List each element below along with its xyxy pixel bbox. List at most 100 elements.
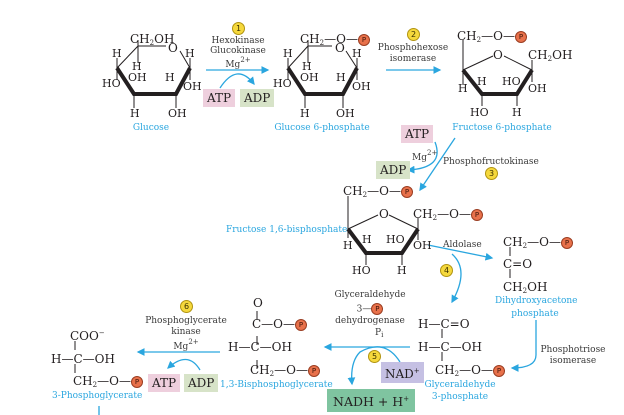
cofactor-mg: Mg2+: [225, 56, 251, 70]
g6p-ring-bold-edge: [286, 66, 359, 96]
g3p-h-c-double-o: H—C=O: [418, 317, 470, 331]
f6p-ho: HO: [502, 75, 521, 88]
nadh-box: NADH + H+: [327, 389, 416, 412]
f6p-h: H: [512, 106, 522, 119]
arrow-step-6-adp-atp: [167, 358, 201, 371]
g6p-h: H: [283, 47, 293, 60]
arrow-step-5-nad-nadh: [347, 346, 401, 386]
cofactor-mg: Mg2+: [412, 149, 438, 163]
phosphate-icon: P: [371, 303, 384, 315]
glucose-oh: OH: [168, 107, 187, 120]
pg3-ch2-o-p: CH2—O—P: [73, 375, 143, 389]
phosphate-icon: P: [400, 185, 413, 198]
g6p-h: H: [302, 60, 312, 73]
f16bp-ho: HO: [386, 233, 405, 246]
g6p-oh: OH: [300, 71, 319, 84]
cofactor-mg: Mg2+: [173, 338, 199, 352]
g3p-ch2-o-p: CH2—O—P: [435, 364, 505, 378]
f16bp-oh: OH: [413, 239, 432, 252]
compound-name-f6p: Fructose 6-phosphate: [452, 123, 552, 133]
atp-box-step-6: ATP: [148, 374, 181, 392]
phosphate-icon: P: [295, 318, 308, 331]
bpg-ch2-o-p: CH2—O—P: [250, 364, 320, 378]
f16bp-ho: HO: [352, 264, 371, 277]
glucose-h: H: [132, 60, 142, 73]
g6p-ring-o: O: [335, 41, 345, 55]
enzyme-phosphofructokinase: Phosphofructokinase: [443, 157, 539, 167]
pg3-h-c-oh: H—C—OH: [51, 352, 115, 366]
compound-name-f16bp: Fructose 1,6-bisphosphate: [226, 225, 348, 235]
f16bp-ring-o: O: [379, 207, 389, 221]
step-badge-5: 5: [368, 350, 381, 363]
glucose-h: H: [185, 47, 195, 60]
glucose-ring-o: O: [168, 41, 178, 55]
compound-name-glucose: Glucose: [132, 123, 170, 133]
f6p-h: H: [477, 75, 487, 88]
f16bp-ch2-o-p: CH2—O—P: [413, 208, 483, 222]
compound-name-3pg: 3-Phosphoglycerate: [52, 391, 143, 401]
glucose-ch2oh: CH2OH: [130, 32, 175, 47]
step-badge-1: 1: [232, 22, 245, 35]
adp-box-step-6: ADP: [184, 374, 219, 392]
adp-box-step-3: ADP: [376, 161, 411, 179]
f16bp-h: H: [397, 264, 407, 277]
phosphate-icon: P: [470, 208, 483, 221]
arrow-triose-isomerase: [510, 320, 537, 372]
dhap-ch2-o-p: CH2—O—P: [503, 236, 573, 250]
g6p-ch2-o-p: CH2—O—P: [300, 33, 370, 47]
phosphate-icon: P: [307, 364, 320, 377]
compound-name-g3p: Glyceraldehyde: [424, 380, 496, 390]
dhap-c-double-o: C=O: [503, 257, 533, 271]
g6p-ho: HO: [273, 77, 292, 90]
g6p-ring: [287, 40, 358, 108]
enzyme-aldolase: Aldolase: [443, 240, 482, 250]
enzyme-isomerase: isomerase: [389, 54, 437, 64]
enzyme-isomerase: isomerase: [549, 356, 597, 366]
arrow-step-4-dhap: [427, 244, 494, 261]
compound-name-g6p: Glucose 6-phosphate: [274, 123, 370, 133]
linear-bonds: [74, 247, 511, 373]
compound-name-dhap: phosphate: [511, 309, 559, 319]
enzyme-3-p: 3—P: [330, 303, 410, 315]
compound-name-g3p: 3-phosphate: [431, 392, 489, 402]
f6p-ch2oh: CH2OH: [528, 48, 573, 63]
f16bp-ch2-o-p: CH2—O—P: [343, 185, 413, 199]
f6p-h: H: [458, 82, 468, 95]
f16bp-ring-bold-edge: [346, 227, 420, 255]
glucose-ring-bold-edge: [115, 66, 192, 96]
enzyme-glyceraldehyde: Glyceraldehyde: [334, 290, 406, 300]
enzyme-hexokinase: Hexokinase: [211, 36, 265, 46]
compound-name-bpg: 1,3-Bisphosphoglycerate: [220, 380, 333, 390]
glucose-oh: OH: [183, 80, 202, 93]
glucose-oh: OH: [128, 71, 147, 84]
g6p-h: H: [352, 47, 362, 60]
atp-box-step-1: ATP: [203, 89, 236, 107]
atp-box-step-3: ATP: [401, 125, 434, 143]
glucose-h: H: [112, 47, 122, 60]
phosphate-icon: P: [130, 375, 143, 388]
enzyme-phosphoglycerate: Phosphoglycerate: [145, 316, 227, 326]
dhap-ch2oh: CH2OH: [503, 280, 548, 295]
enzyme-glucokinase: Glucokinase: [210, 46, 266, 56]
glucose-ho: HO: [102, 77, 121, 90]
arrow-step-3-atp-adp: [406, 141, 438, 174]
bpg-c-o-p: C—O—P: [252, 318, 308, 331]
g3p-h-c-oh: H—C—OH: [418, 340, 482, 354]
enzyme-phosphotriose: Phosphotriose: [540, 345, 606, 355]
g6p-oh: OH: [336, 107, 355, 120]
phosphate-icon: P: [560, 236, 573, 249]
arrow-step-4-g3p: [451, 253, 462, 304]
step-badge-2: 2: [407, 28, 420, 41]
bpg-h-c-oh: H—C—OH: [228, 340, 292, 354]
step-badge-3: 3: [485, 167, 498, 180]
f6p-oh: OH: [528, 82, 547, 95]
glucose-h: H: [165, 71, 175, 84]
enzyme-phosphohexose: Phosphohexose: [377, 43, 449, 53]
bpg-carbonyl-o: O: [253, 296, 263, 310]
compound-name-dhap: Dihydroxyacetone: [495, 296, 578, 306]
phosphate-icon: P: [492, 364, 505, 377]
pg3-coo: COO−: [70, 329, 105, 343]
g6p-oh: OH: [352, 80, 371, 93]
g6p-h: H: [300, 107, 310, 120]
